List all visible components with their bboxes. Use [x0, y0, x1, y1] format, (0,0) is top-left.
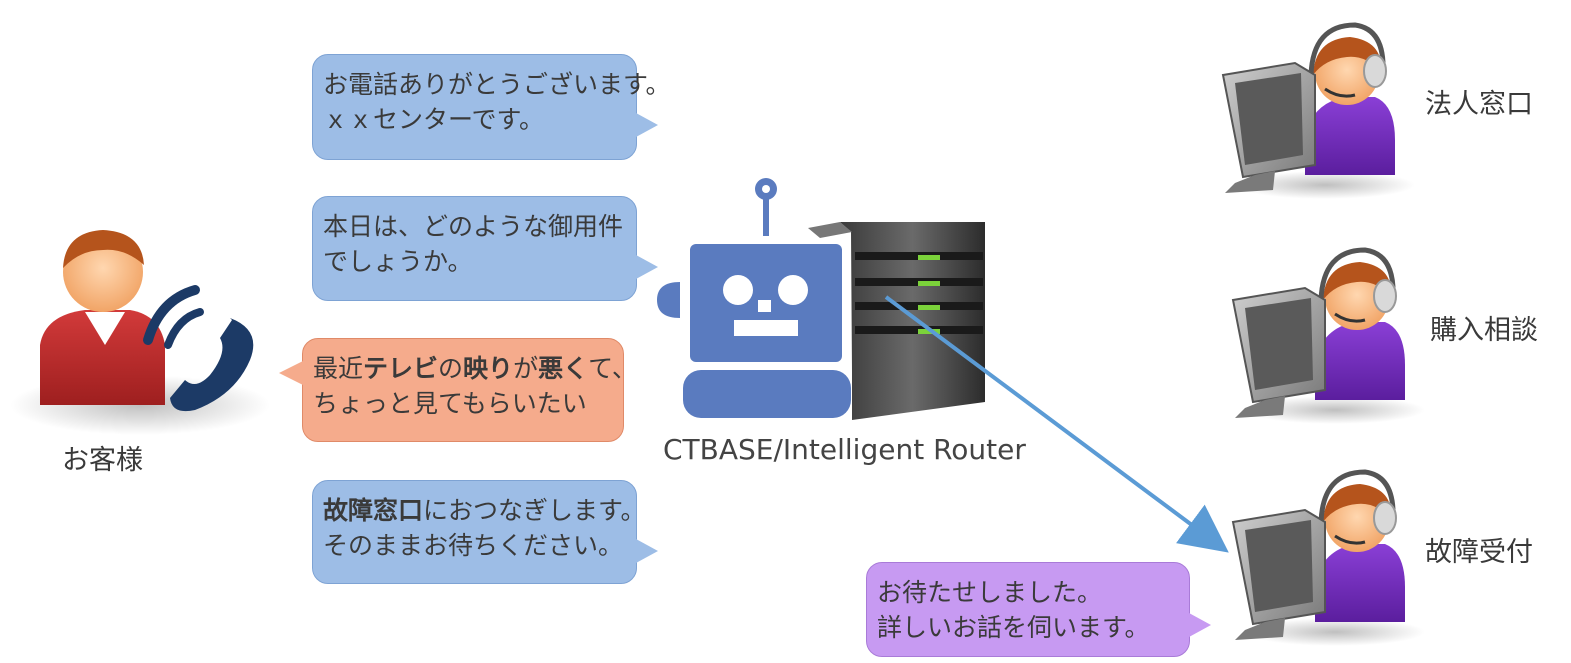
bubble-tail — [636, 255, 658, 279]
server-icon — [808, 222, 985, 420]
bubble-bold-text: テレビ — [363, 354, 439, 383]
bubble-text: 最近 — [313, 354, 364, 383]
bubble-tail — [636, 113, 658, 137]
bubble-text-line: 故障窓口におつなぎします。 — [323, 493, 646, 528]
bubble-bold-text: 故障窓口 — [323, 496, 424, 525]
bubble-bold-text: 悪く — [538, 354, 589, 383]
customer-label: お客様 — [62, 445, 143, 476]
bubble-text: の — [438, 354, 464, 383]
agent-icon — [1231, 247, 1425, 424]
bubble-text-line: お電話ありがとうございます。 — [323, 70, 671, 99]
bubble-text-line: 最近テレビの映りが悪くて、 — [313, 351, 637, 386]
bubble-text: て、 — [588, 354, 637, 383]
bubble-tail — [636, 539, 658, 563]
bubble-text-line: お待たせしました。 — [877, 578, 1103, 607]
question-bubble: 本日は、どのような御用件 でしょうか。 — [312, 196, 658, 301]
bubble-text-line: ｘｘセンターです。 — [323, 105, 545, 134]
bubble-text: におつなぎします。 — [423, 496, 646, 525]
bubble-text-line: 詳しいお話を伺います。 — [877, 613, 1150, 642]
agent-label-purchase: 購入相談 — [1430, 315, 1538, 346]
agent-label-corporate: 法人窓口 — [1425, 89, 1533, 120]
agent-icon — [1231, 469, 1425, 646]
agent-icon — [1221, 22, 1415, 199]
customer-reply-bubble: 最近テレビの映りが悪くて、 ちょっと見てもらいたい — [279, 338, 637, 442]
bubble-tail — [279, 361, 303, 385]
telephone-icon — [143, 285, 254, 412]
bubble-tail — [1189, 613, 1211, 637]
bubble-text-line: ちょっと見てもらいたい — [313, 389, 587, 418]
transfer-bubble: 故障窓口におつなぎします。 そのままお待ちください。 — [312, 480, 658, 584]
routing-arrow — [884, 295, 1229, 553]
bubble-text-line: でしょうか。 — [323, 247, 473, 276]
robot-icon — [657, 178, 875, 418]
agent-reply-bubble: お待たせしました。 詳しいお話を伺います。 — [866, 562, 1211, 657]
router-label: CTBASE/Intelligent Router — [663, 433, 1026, 466]
bubble-bold-text: 映り — [463, 354, 514, 383]
greeting-bubble: お電話ありがとうございます。 ｘｘセンターです。 — [312, 54, 671, 160]
bubble-text: が — [513, 354, 539, 383]
bubble-text-line: 本日は、どのような御用件 — [323, 212, 624, 241]
bubble-text-line: そのままお待ちください。 — [323, 531, 624, 560]
agent-label-repair: 故障受付 — [1425, 537, 1533, 568]
